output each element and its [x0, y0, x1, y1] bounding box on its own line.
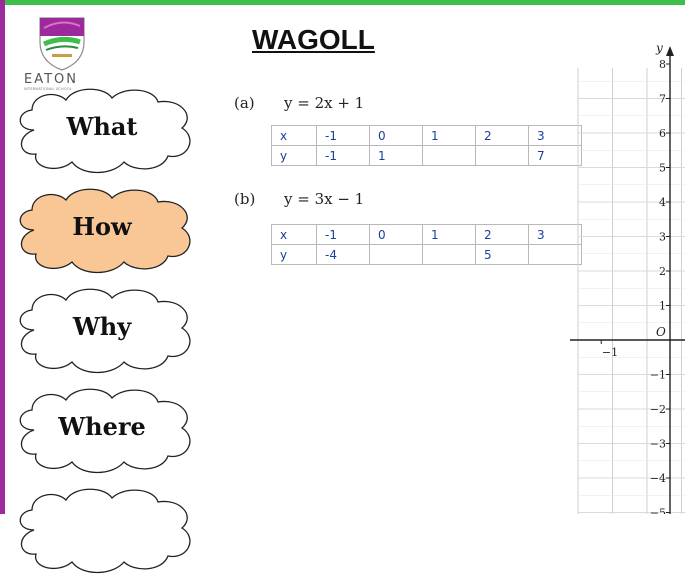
- y-axis-arrow: [666, 46, 674, 56]
- y-tick-label: 2: [659, 265, 666, 278]
- y-tick-label: 6: [659, 127, 666, 140]
- table-cell: y: [271, 244, 317, 265]
- y-tick-label: −2: [650, 403, 666, 416]
- table-cell: 1: [422, 125, 476, 146]
- y-tick-label: 8: [659, 58, 666, 71]
- logo-name: EATON: [24, 72, 78, 87]
- y-tick-label: 3: [659, 231, 666, 244]
- part-a-label: (a): [234, 94, 255, 112]
- x-tick-label: −1: [602, 346, 618, 359]
- cloud-label: Where: [58, 412, 146, 441]
- table-cell: 0: [369, 224, 423, 245]
- table-cell: [475, 145, 529, 166]
- part-a-equation: y = 2x + 1: [284, 94, 365, 112]
- y-tick-label: −4: [650, 472, 666, 485]
- cloud-blank: [12, 486, 212, 576]
- table-cell: x: [271, 224, 317, 245]
- table-cell: 7: [528, 145, 582, 166]
- table-cell: x: [271, 125, 317, 146]
- page-title: WAGOLL: [252, 24, 375, 55]
- top-accent-bar: [0, 0, 685, 5]
- logo-subtitle: INTERNATIONAL SCHOOL: [24, 87, 72, 91]
- table-cell: -1: [316, 125, 370, 146]
- table-cell: 1: [369, 145, 423, 166]
- table-cell: 5: [475, 244, 529, 265]
- table-cell: -1: [316, 224, 370, 245]
- table-cell: [422, 244, 476, 265]
- table-cell: [422, 145, 476, 166]
- part-b-equation: y = 3x − 1: [284, 190, 365, 208]
- cloud-why: Why: [12, 286, 212, 376]
- table-cell: 1: [422, 224, 476, 245]
- table-cell: [369, 244, 423, 265]
- table-row: y-4 5: [271, 244, 582, 265]
- left-accent-bar: [0, 0, 5, 514]
- table-cell: [528, 244, 582, 265]
- cloud-label: Why: [72, 312, 132, 341]
- table-cell: 2: [475, 224, 529, 245]
- y-tick-label: 7: [659, 93, 666, 106]
- y-tick-label: −5: [650, 507, 666, 515]
- part-b-label: (b): [234, 190, 256, 208]
- origin-label: O: [656, 325, 666, 339]
- cloud-what: What: [12, 86, 212, 176]
- table-cell: -1: [316, 145, 370, 166]
- coordinate-grid: y 8 7 6 5 4 3 2 1 −1 −2 −3 −4 −5 O −1: [570, 36, 685, 520]
- cloud-where: Where: [12, 386, 212, 476]
- table-cell: y: [271, 145, 317, 166]
- y-tick-label: −1: [650, 369, 666, 382]
- y-tick-label: 5: [659, 162, 666, 175]
- y-axis-label: y: [655, 41, 663, 55]
- y-tick-label: 1: [659, 300, 666, 313]
- cloud-label: What: [66, 112, 138, 141]
- school-logo: [22, 14, 102, 94]
- table-cell: -4: [316, 244, 370, 265]
- table-cell: 0: [369, 125, 423, 146]
- y-tick-label: −3: [650, 438, 666, 451]
- cloud-label: How: [72, 212, 132, 241]
- y-tick-label: 4: [659, 196, 666, 209]
- table-cell: 2: [475, 125, 529, 146]
- cloud-how: How: [12, 186, 212, 276]
